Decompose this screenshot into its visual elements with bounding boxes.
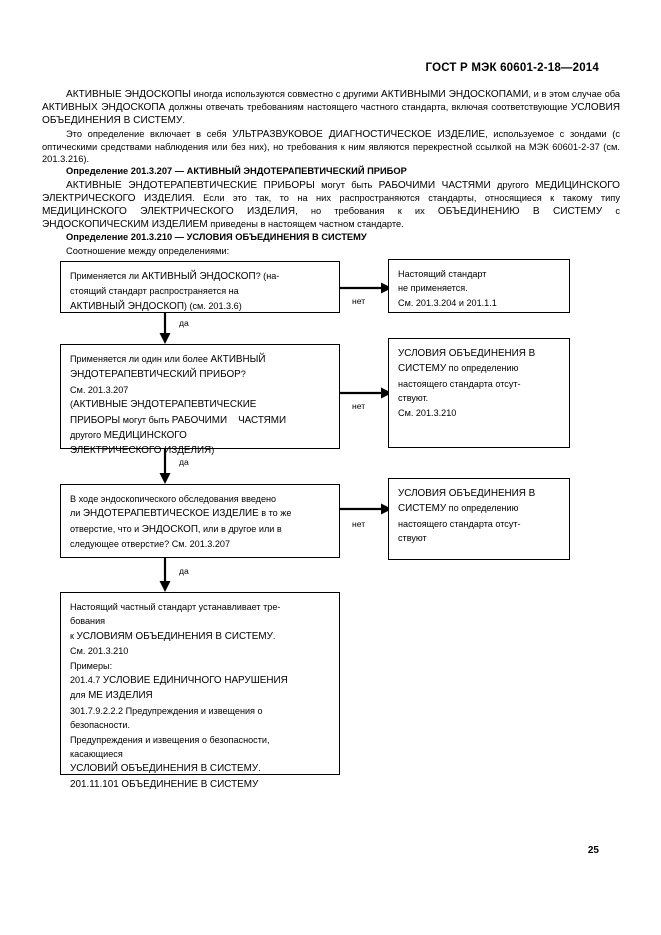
page-number: 25 xyxy=(587,845,599,856)
paragraph-207: АКТИВНЫЕ ЭНДОТЕРАПЕВТИЧЕСКИЕ ПРИБОРЫ мог… xyxy=(42,179,621,231)
paragraph-2: Это определение включает в себя УЛЬТРАЗВ… xyxy=(42,128,620,165)
heading-201-3-207: Определение 201.3.207 — АКТИВНЫЙ ЭНДОТЕР… xyxy=(66,166,407,177)
document-body: АКТИВНЫЕ ЭНДОСКОПЫ иногда используются с… xyxy=(42,88,620,258)
paragraph-1: АКТИВНЫЕ ЭНДОСКОПЫ иногда используются с… xyxy=(42,89,621,127)
heading-201-3-210: Определение 201.3.210 — УСЛОВИЯ ОБЪЕДИНЕ… xyxy=(66,232,367,243)
document-standard-number: ГОСТ Р МЭК 60601-2-18—2014 xyxy=(425,62,599,74)
flowchart-intro-line: Соотношение между определениями: xyxy=(66,245,230,256)
